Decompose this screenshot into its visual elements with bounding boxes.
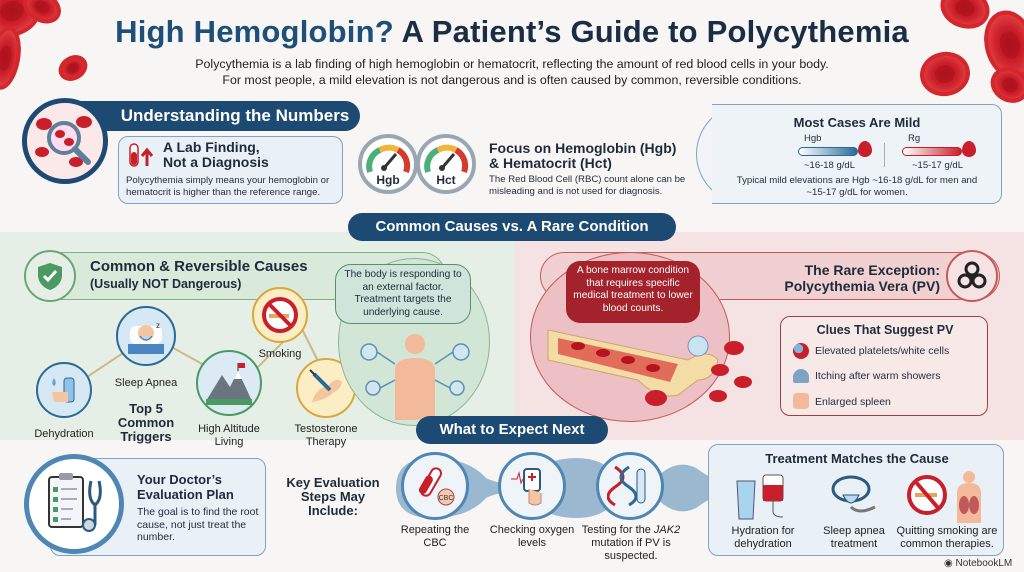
- notebooklm-brand: ◉ NotebookLM: [944, 558, 1013, 569]
- lab-finding-title: A Lab Finding, Not a Diagnosis: [163, 139, 269, 170]
- step-jak2-label: Testing for the JAK2 mutation if PV is s…: [581, 524, 681, 562]
- clue-item: Elevated platelets/white cells: [815, 345, 950, 357]
- no-smoking-lungs-icon: [907, 471, 981, 523]
- shower-icon: [793, 369, 809, 383]
- trigger-smoking-icon: [252, 287, 308, 343]
- glass-iv-icon: [736, 474, 784, 520]
- body-response-bubble: The body is responding to an external fa…: [335, 264, 471, 324]
- hct-range-bar: [902, 147, 962, 156]
- step-jak2-icon: [596, 452, 664, 520]
- trigger-sleep-apnea-icon: z: [116, 306, 176, 366]
- mild-card: Most Cases Are Mild Hgb ~16-18 g/dL Rg ~…: [712, 104, 1002, 204]
- notebooklm-logo-icon: ◉: [944, 558, 956, 569]
- title-part2: A Patient’s Guide to Polycythemia: [401, 14, 909, 49]
- page-subtitle: Polycythemia is a lab finding of high he…: [160, 56, 864, 88]
- step-cbc-label: Repeating the CBC: [400, 524, 470, 549]
- focus-title: Focus on Hemoglobin (Hgb) & Hematocrit (…: [489, 140, 677, 171]
- bar1-range: ~16-18 g/dL: [804, 160, 855, 171]
- blood-cells-icon: [793, 343, 809, 359]
- triggers-title: Top 5 Common Triggers: [117, 401, 175, 444]
- svg-text:CBC: CBC: [439, 495, 454, 502]
- gauge-hgb: Hgb: [358, 134, 418, 194]
- svg-text:Hct: Hct: [436, 173, 455, 187]
- clues-card: Clues That Suggest PV Elevated platelets…: [780, 316, 988, 416]
- step-cbc-icon: CBC: [401, 452, 469, 520]
- trigger-smoking-label: Smoking: [258, 348, 302, 360]
- trigger-altitude-icon: [196, 350, 262, 416]
- mild-title: Most Cases Are Mild: [793, 115, 921, 130]
- focus-body: The Red Blood Cell (RBC) count alone can…: [489, 174, 686, 197]
- trigger-testosterone-label: Testosterone Therapy: [294, 423, 358, 448]
- biohazard-icon: [946, 250, 998, 302]
- step-oxygen-label: Checking oxygen levels: [489, 524, 575, 549]
- bar2-label: Rg: [908, 133, 921, 144]
- common-subtitle: (Usually NOT Dangerous): [90, 277, 242, 291]
- lab-finding-body: Polycythemia simply means your hemoglobi…: [126, 175, 330, 198]
- test-tube-arrow-icon: [129, 143, 154, 167]
- clues-title: Clues That Suggest PV: [816, 323, 954, 337]
- bar2-range: ~15-17 g/dL: [912, 160, 963, 171]
- blood-cell-decoration: [54, 50, 92, 86]
- understanding-pill: Understanding the Numbers: [60, 101, 360, 131]
- svg-text:Hgb: Hgb: [376, 173, 399, 187]
- clue-item: Itching after warm showers: [815, 370, 941, 382]
- trigger-dehydration-label: Dehydration: [34, 428, 94, 440]
- subtitle-line2: For most people, a mild elevation is not…: [222, 73, 802, 87]
- causes-pill: Common Causes vs. A Rare Condition: [348, 213, 676, 241]
- rare-title: The Rare Exception: Polycythemia Vera (P…: [784, 262, 940, 294]
- blood-cell-decoration: [916, 47, 974, 101]
- treatment-card: Treatment Matches the Cause Hydration fo…: [708, 444, 1004, 556]
- clipboard-stethoscope-icon: [24, 454, 124, 554]
- shield-check-icon: [24, 250, 76, 302]
- trigger-altitude-label: High Altitude Living: [198, 423, 260, 448]
- clue-item: Enlarged spleen: [815, 396, 891, 408]
- bar1-label: Hgb: [804, 133, 822, 144]
- bone-marrow-illustration: [547, 329, 752, 406]
- spleen-icon: [793, 393, 809, 409]
- title-part1: High Hemoglobin?: [115, 14, 394, 49]
- trigger-sleep-apnea-label: Sleep Apnea: [114, 377, 178, 389]
- steps-title: Key Evaluation Steps May Include:: [286, 475, 380, 518]
- gauge-hct: Hct: [416, 134, 476, 194]
- lab-finding-card: A Lab Finding, Not a Diagnosis Polycythe…: [118, 136, 343, 204]
- treatment-item-label: Sleep apnea treatment: [823, 525, 885, 550]
- blood-drop-icon: [962, 141, 976, 157]
- treatment-item-label: Hydration for dehydration: [731, 525, 795, 550]
- human-body-icon: [360, 334, 470, 420]
- common-title: Common & Reversible Causes: [90, 258, 308, 275]
- svg-text:z: z: [156, 321, 160, 330]
- treatment-item-label: Quitting smoking are common therapies.: [896, 525, 998, 550]
- step-oxygen-icon: [498, 452, 566, 520]
- divider: [884, 143, 885, 167]
- magnifier-blood-icon: [22, 98, 108, 184]
- treatment-title: Treatment Matches the Cause: [765, 451, 949, 466]
- mild-body: Typical mild elevations are Hgb ~16-18 g…: [736, 175, 978, 198]
- subtitle-line1: Polycythemia is a lab finding of high he…: [195, 57, 829, 71]
- trigger-dehydration-icon: [36, 362, 92, 418]
- bone-marrow-bubble: A bone marrow condition that requires sp…: [566, 261, 700, 323]
- blood-drop-icon: [858, 141, 872, 157]
- page-title: High Hemoglobin? A Patient’s Guide to Po…: [0, 14, 1024, 50]
- hgb-range-bar: [798, 147, 858, 156]
- doctor-plan-title: Your Doctor’s Evaluation Plan: [137, 472, 234, 502]
- doctor-plan-body: The goal is to find the root cause, not …: [137, 506, 259, 543]
- cpap-mask-icon: [831, 475, 876, 513]
- next-pill: What to Expect Next: [416, 416, 608, 444]
